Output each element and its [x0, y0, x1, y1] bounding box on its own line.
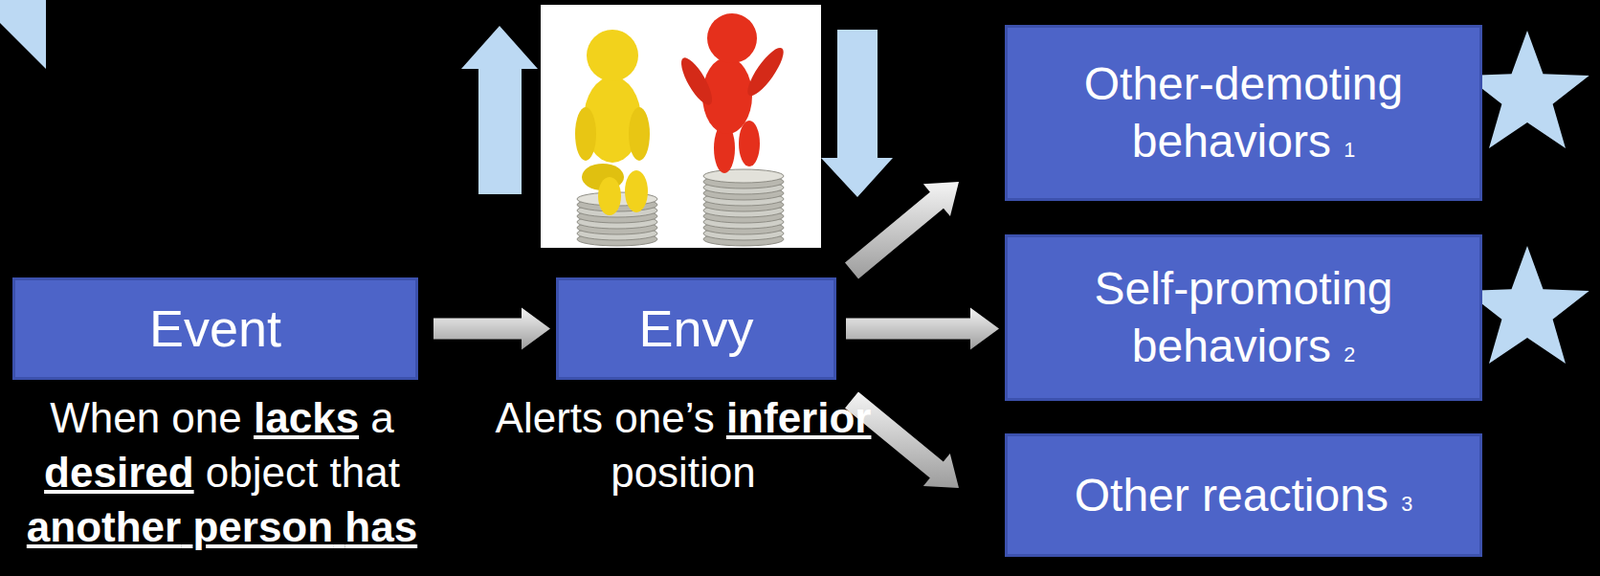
block-arrow — [844, 181, 959, 279]
caption-text: When one lacks a desired object that ano… — [5, 390, 439, 556]
box-label: Other reactions — [1074, 469, 1389, 521]
caption-word: desired — [44, 448, 195, 496]
caption-word: object — [205, 448, 318, 496]
spacer — [1331, 320, 1344, 372]
caption-word: lacks — [253, 394, 359, 442]
star-marks — [1465, 30, 1589, 364]
caption-word: position — [610, 448, 756, 496]
caption-word — [317, 448, 330, 496]
caption-word: one — [171, 394, 242, 442]
footnote-number: 1 — [1343, 137, 1356, 162]
caption-word: that — [330, 448, 400, 496]
star-mark — [1465, 30, 1589, 149]
caption-word — [159, 394, 172, 442]
event-box: EventWhen one lacks a desired object tha… — [12, 277, 419, 380]
outcome-box: Other-demoting behaviors 1 — [1004, 24, 1483, 201]
caption-word: a — [370, 394, 394, 442]
footnote-number: 2 — [1343, 342, 1356, 367]
caption-word: Alerts — [495, 394, 603, 442]
box-text-line: Other-demoting behaviors 1 — [1019, 55, 1468, 171]
block-arrow — [433, 308, 551, 351]
spacer — [1331, 115, 1344, 167]
block-arrow — [845, 308, 1000, 351]
box-text-line: Other reactions 3 — [1074, 466, 1414, 525]
caption-word: When — [49, 394, 160, 442]
emotion-box: EnvyAlerts one’s inferior position — [555, 277, 837, 380]
caption-word — [194, 448, 206, 496]
outcome-box: Self-promoting behaviors 2 — [1004, 234, 1483, 401]
caption-word: has — [344, 503, 418, 551]
spacer — [1388, 469, 1401, 521]
caption-word: person — [192, 503, 334, 551]
box-label: Envy — [638, 299, 754, 357]
caption-word — [358, 394, 371, 442]
caption-word — [180, 503, 193, 551]
box-text-line: Self-promoting behaviors 2 — [1019, 260, 1468, 376]
box-label: Event — [149, 299, 282, 357]
box-text-line: Event — [149, 296, 282, 362]
caption-word — [602, 394, 615, 442]
clay-figures-picture — [540, 4, 822, 248]
star-mark — [1465, 245, 1589, 364]
footnote-number: 3 — [1400, 491, 1413, 516]
caption-word: one’s — [614, 394, 714, 442]
down-arrow — [821, 29, 893, 198]
caption-text: Alerts one’s inferior position — [482, 390, 885, 500]
corner-mark — [0, 0, 46, 69]
caption-word: inferior — [726, 394, 872, 442]
up-arrow — [461, 25, 538, 195]
box-text-line: Envy — [638, 296, 754, 362]
caption-word — [714, 394, 727, 442]
caption-word: another — [26, 503, 181, 551]
caption-word — [333, 503, 345, 551]
caption-word — [242, 394, 254, 442]
outcome-box: Other reactions 3 — [1004, 433, 1483, 557]
